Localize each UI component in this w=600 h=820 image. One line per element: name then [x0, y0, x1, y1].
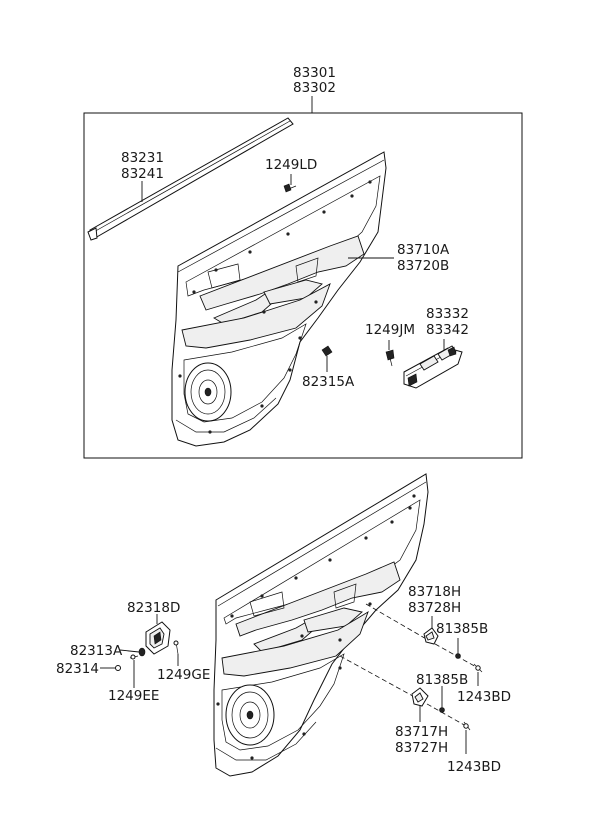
label-82313A: 82313A	[70, 643, 123, 659]
label-83241: 83241	[121, 166, 164, 182]
screw-1249ee-icon	[129, 654, 139, 660]
label-82314: 82314	[56, 661, 99, 677]
label-1243BD-upper: 1243BD	[457, 689, 511, 705]
label-83728H: 83728H	[408, 600, 461, 616]
label-81385B-upper: 81385B	[436, 621, 488, 637]
label-83727H: 83727H	[395, 740, 448, 756]
label-1249JM: 1249JM	[365, 322, 415, 338]
label-82318D: 82318D	[127, 600, 180, 616]
washer-82314-icon	[115, 665, 121, 671]
label-83342: 83342	[426, 322, 469, 338]
label-83231: 83231	[121, 150, 164, 166]
label-1249LD: 1249LD	[265, 157, 317, 173]
cap-82313a-icon	[138, 647, 146, 657]
label-1243BD-lower: 1243BD	[447, 759, 501, 775]
label-83301: 83301	[293, 65, 336, 81]
pull-cup-lower-icon	[411, 687, 429, 707]
label-1249GE: 1249GE	[157, 667, 210, 683]
lower-door-trim-panel	[213, 473, 429, 777]
label-83720B: 83720B	[397, 258, 449, 274]
dash-lower-pull	[339, 655, 421, 701]
label-83717H: 83717H	[395, 724, 448, 740]
power-window-switch-panel	[403, 345, 463, 389]
label-81385B-lower: 81385B	[416, 672, 468, 688]
assembly-frame	[83, 112, 523, 459]
screw-1249ld-icon	[283, 183, 297, 193]
bolt-upper-icon	[473, 663, 483, 673]
leader-82313A	[119, 649, 140, 653]
label-1249EE: 1249EE	[108, 688, 159, 704]
bracket-lower-icon	[439, 707, 445, 713]
bracket-upper-icon	[455, 653, 461, 659]
inside-handle-cover-icon	[145, 621, 171, 655]
label-82315A: 82315A	[302, 374, 355, 390]
label-83302: 83302	[293, 80, 336, 96]
weatherstrip-molding	[87, 117, 294, 241]
clip-82315a-icon	[321, 345, 333, 357]
dash-upper-bracket	[427, 639, 479, 669]
dash-lower-bracket	[419, 699, 467, 727]
screw-1249jm-icon	[385, 349, 395, 367]
bolt-lower-icon	[463, 721, 471, 731]
label-83710A: 83710A	[397, 242, 450, 258]
label-83718H: 83718H	[408, 584, 461, 600]
upper-door-trim-panel	[171, 151, 387, 447]
pull-cup-upper-icon	[423, 627, 439, 645]
screw-1249ge-icon	[173, 640, 179, 655]
label-83332: 83332	[426, 306, 469, 322]
dash-upper-pull	[365, 603, 429, 641]
